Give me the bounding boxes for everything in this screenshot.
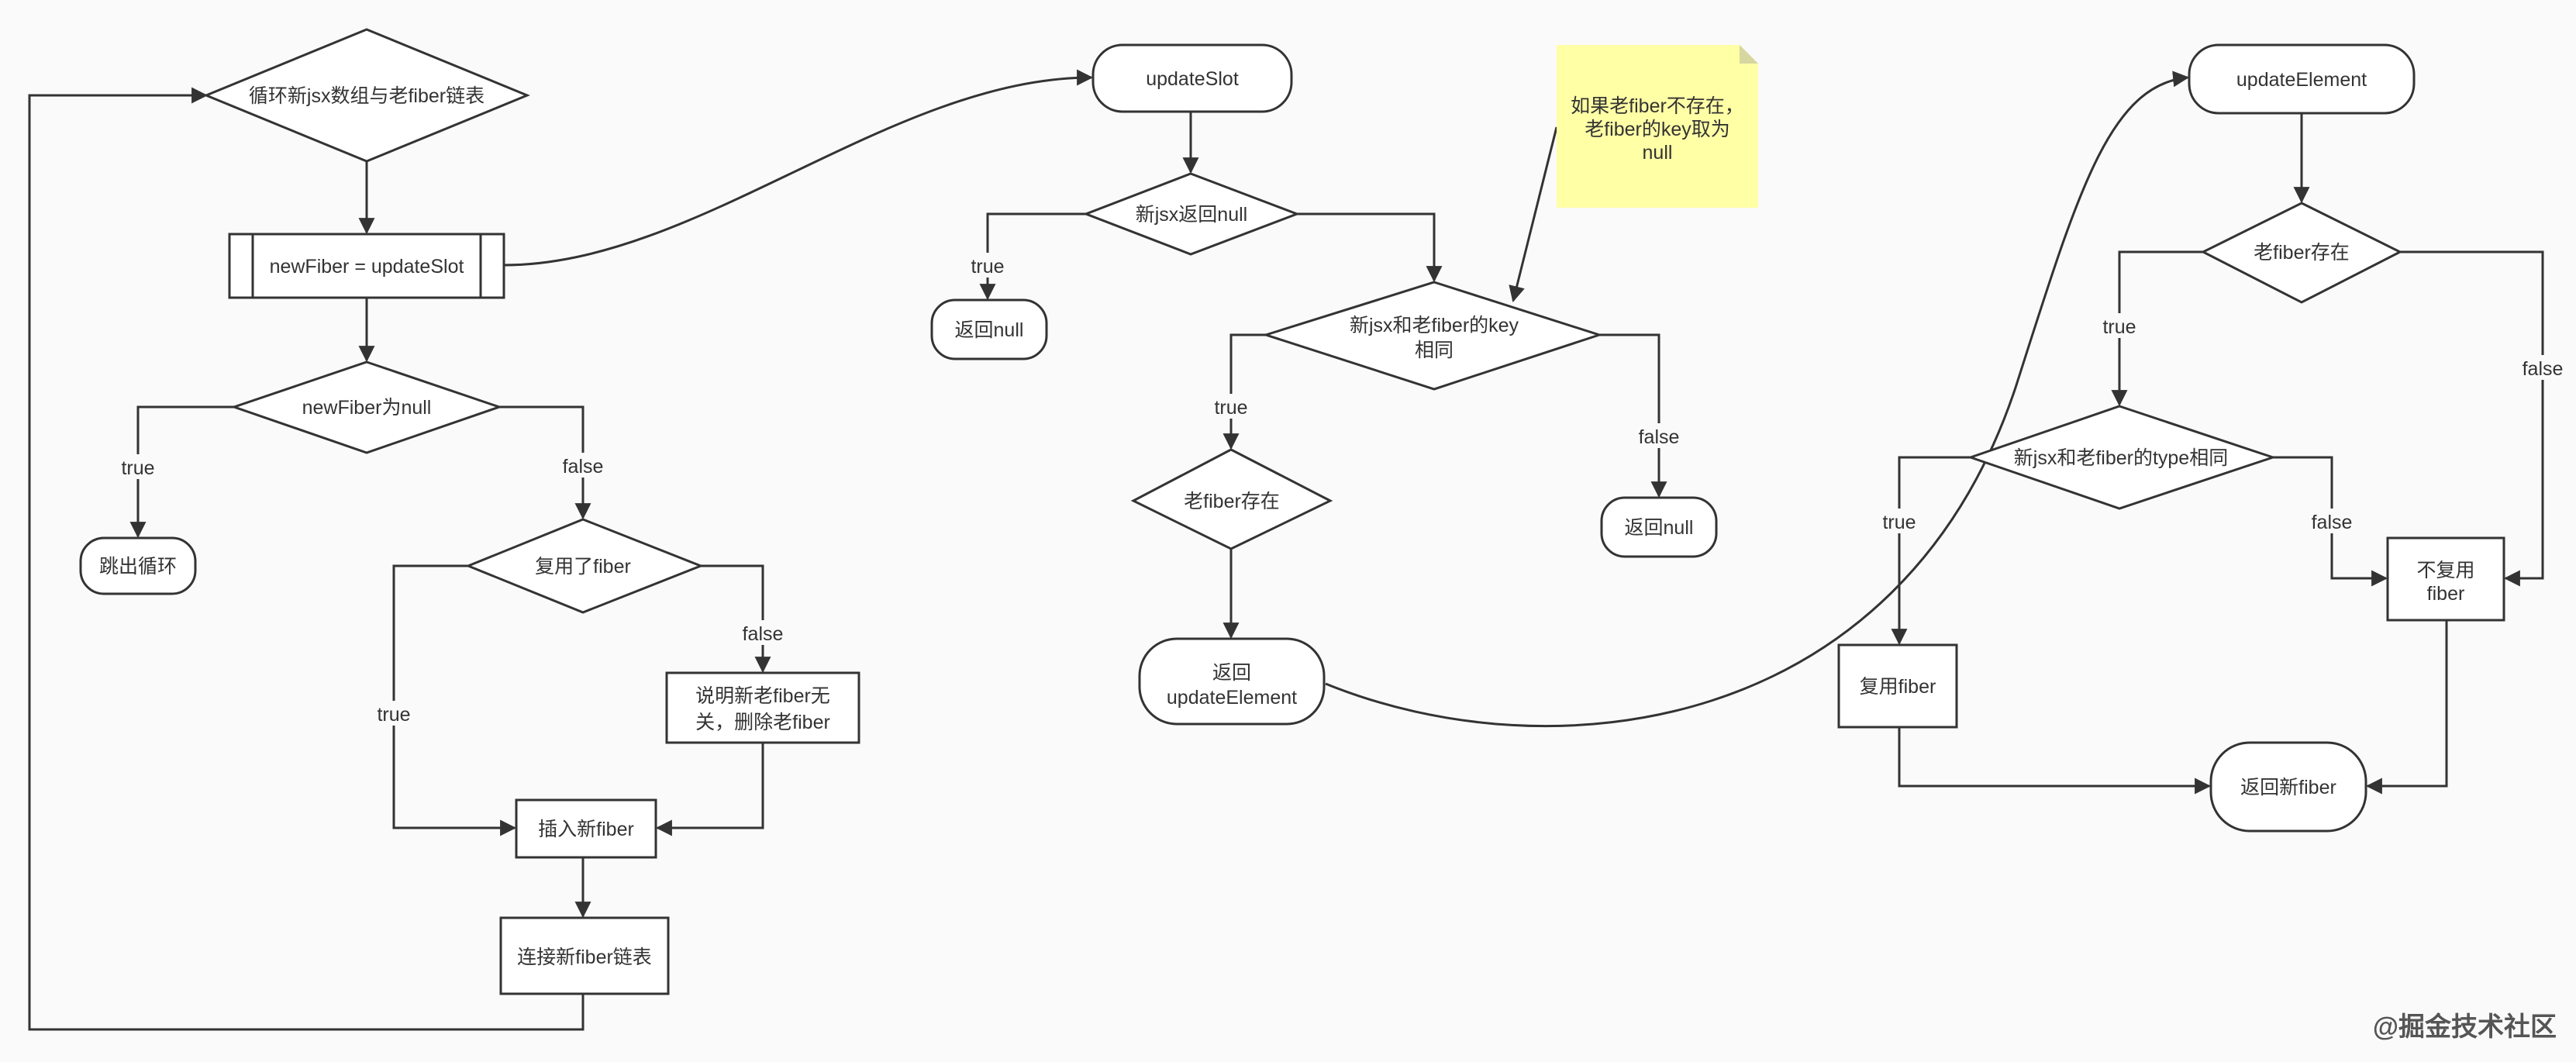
node-no-reuse-fiber[interactable]: 不复用 fiber <box>2386 536 2505 622</box>
edge-label-true: true <box>2102 316 2136 338</box>
edge-oldexists-false <box>2400 250 2544 587</box>
edge-null-false <box>499 405 591 520</box>
edge-labels: true false true false true true false tr… <box>116 253 2567 726</box>
node-type-same-label: 新jsx和老fiber的type相同 <box>2014 447 2228 469</box>
node-return-null-1-label: 返回null <box>955 319 1024 341</box>
node-return-update-element-line2: updateElement <box>1167 687 1297 709</box>
node-new-fiber-assign[interactable]: newFiber = updateSlot <box>228 233 505 299</box>
edge-label-false: false <box>2312 512 2353 533</box>
node-no-reuse-fiber-line2: fiber <box>2427 583 2465 605</box>
edges <box>28 69 2544 1031</box>
node-key-same-line1: 新jsx和老fiber的key <box>1350 315 1519 336</box>
node-link-fiber-list[interactable]: 连接新fiber链表 <box>499 916 670 995</box>
edge-label-true: true <box>121 457 154 479</box>
edge-reuse-to-returnnew <box>1898 727 2212 795</box>
node-return-new-fiber-label: 返回新fiber <box>2240 777 2336 798</box>
node-new-fiber-null[interactable]: newFiber为null <box>230 360 503 454</box>
edge-jsxnull-to-keysame <box>1297 212 1443 283</box>
node-return-null-2[interactable]: 返回null <box>1600 496 1718 558</box>
node-link-fiber-list-label: 连接新fiber链表 <box>517 946 652 968</box>
node-delete-old-fiber-line1: 说明新老fiber无 <box>695 685 830 707</box>
node-break-loop-label: 跳出循环 <box>99 556 177 578</box>
edge-keysame-false <box>1599 333 1667 498</box>
edge-label-true: true <box>971 256 1004 278</box>
edge-note-to-keysame <box>1509 126 1558 303</box>
node-key-same[interactable]: 新jsx和老fiber的key 相同 <box>1262 281 1603 391</box>
edge-label-false: false <box>2523 358 2564 380</box>
node-update-slot-label: updateSlot <box>1146 68 1239 90</box>
edge-oldexists-true <box>2111 250 2203 407</box>
edge-label-true: true <box>377 704 410 726</box>
node-reused-fiber-label: 复用了fiber <box>535 556 631 578</box>
edge-reused-true <box>392 564 517 836</box>
node-loop-label: 循环新jsx数组与老fiber链表 <box>249 85 485 107</box>
sticky-note-line2: 老fiber的key取为 <box>1585 119 1730 140</box>
node-reused-fiber[interactable]: 复用了fiber <box>465 518 705 614</box>
edge-assign-to-updateslot <box>503 69 1094 267</box>
node-old-fiber-exists-1-label: 老fiber存在 <box>1184 491 1280 512</box>
edge-label-false: false <box>1639 426 1680 448</box>
edge-reused-false <box>701 564 771 674</box>
edge-label-true: true <box>1214 397 1247 419</box>
node-no-reuse-fiber-line1: 不复用 <box>2416 560 2474 581</box>
node-delete-old-fiber[interactable]: 说明新老fiber无 关，删除老fiber <box>665 671 860 744</box>
edge-null-true <box>129 405 234 539</box>
node-reuse-fiber-label: 复用fiber <box>1860 676 1936 698</box>
edge-returnupdate-to-updateelement <box>1325 71 2190 727</box>
node-key-same-line2: 相同 <box>1415 340 1454 361</box>
node-insert-new-fiber[interactable]: 插入新fiber <box>515 798 657 859</box>
sticky-note[interactable]: 如果老fiber不存在， 老fiber的key取为 null <box>1557 45 1758 208</box>
node-type-same[interactable]: 新jsx和老fiber的type相同 <box>1967 405 2277 510</box>
node-reuse-fiber[interactable]: 复用fiber <box>1837 643 1958 729</box>
edge-link-to-loop <box>28 87 585 1031</box>
node-break-loop[interactable]: 跳出循环 <box>79 536 197 595</box>
node-loop[interactable]: 循环新jsx数组与老fiber链表 <box>203 28 530 163</box>
sticky-note-line1: 如果老fiber不存在， <box>1571 95 1744 117</box>
edge-typesame-true <box>1891 456 1971 646</box>
edge-label-false: false <box>743 623 784 645</box>
node-update-element[interactable]: updateElement <box>2188 43 2416 115</box>
node-update-element-label: updateElement <box>2236 69 2367 91</box>
node-update-slot[interactable]: updateSlot <box>1091 43 1293 113</box>
node-old-fiber-exists-2[interactable]: 老fiber存在 <box>2200 202 2403 304</box>
edge-label-true: true <box>1882 512 1916 533</box>
node-jsx-return-null-label: 新jsx返回null <box>1136 204 1247 226</box>
node-delete-old-fiber-line2: 关，删除老fiber <box>695 712 830 733</box>
edge-noreuse-to-returnnew <box>2365 620 2448 795</box>
edge-label-false: false <box>563 456 604 478</box>
node-new-fiber-null-label: newFiber为null <box>302 397 432 419</box>
edge-keysame-true <box>1222 333 1266 450</box>
node-return-update-element[interactable]: 返回 updateElement <box>1138 637 1326 726</box>
node-return-new-fiber[interactable]: 返回新fiber <box>2209 741 2367 833</box>
node-return-null-2-label: 返回null <box>1625 517 1694 539</box>
node-old-fiber-exists-1[interactable]: 老fiber存在 <box>1130 448 1333 550</box>
node-return-null-1[interactable]: 返回null <box>930 298 1048 360</box>
node-insert-new-fiber-label: 插入新fiber <box>538 819 634 840</box>
edge-delete-to-insert <box>655 743 764 836</box>
node-new-fiber-assign-label: newFiber = updateSlot <box>270 256 464 278</box>
watermark: @掘金技术社区 <box>2373 1012 2557 1042</box>
sticky-note-line3: null <box>1643 142 1673 164</box>
node-return-update-element-line1: 返回 <box>1212 662 1251 684</box>
node-old-fiber-exists-2-label: 老fiber存在 <box>2254 242 2350 264</box>
node-jsx-return-null[interactable]: 新jsx返回null <box>1082 172 1301 256</box>
